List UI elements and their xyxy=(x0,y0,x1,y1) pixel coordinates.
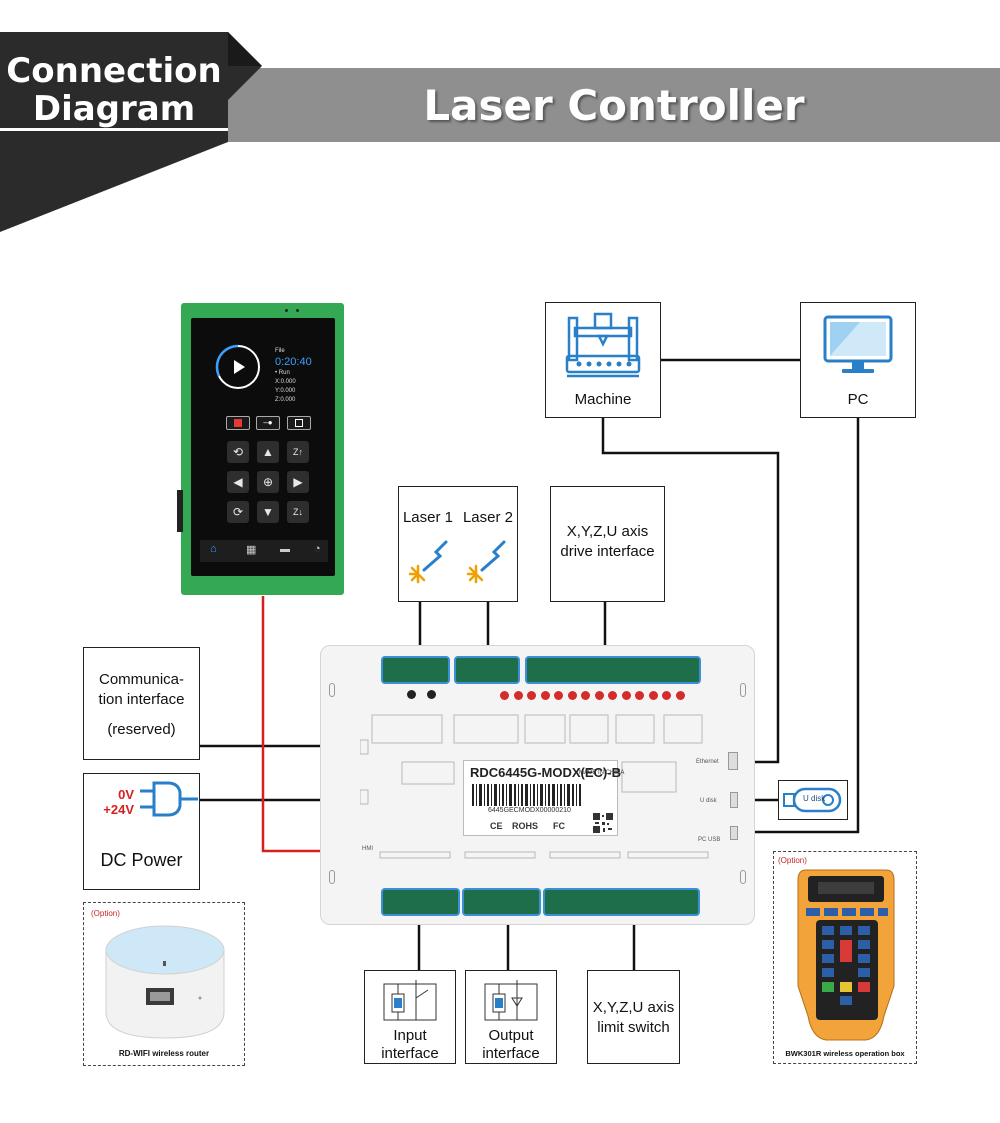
remote-caption: BWK301R wireless operation box xyxy=(785,1049,905,1058)
input-circuit-icon xyxy=(383,980,437,1021)
machine-icon xyxy=(565,312,641,378)
panel-bottom-nav xyxy=(200,540,328,562)
panel-frame-button[interactable] xyxy=(287,416,311,430)
wifi-option-label: (Option) xyxy=(91,909,120,918)
panel-y: Y:0.000 xyxy=(275,388,296,394)
panel-reset-icon[interactable]: ⟳ xyxy=(227,501,249,523)
panel-left-arrow-icon[interactable]: ◀ xyxy=(227,471,249,493)
qr-code-icon xyxy=(592,812,614,834)
port-hmi-label: HMI xyxy=(362,846,373,852)
power-plug-icon xyxy=(140,781,198,817)
status-leds xyxy=(500,691,685,700)
limit-switch-box xyxy=(587,970,680,1064)
panel-down-arrow-icon[interactable]: ▼ xyxy=(257,501,279,523)
panel-stop-button[interactable] xyxy=(226,416,250,430)
panel-folder-icon[interactable]: ▬ xyxy=(280,544,290,555)
udisk-port xyxy=(730,792,738,808)
ethernet-port xyxy=(728,752,738,770)
pcusb-port xyxy=(730,826,738,840)
input-interface-label: Input interface xyxy=(381,1027,439,1062)
remote-option-label: (Option) xyxy=(778,856,807,865)
badge-line2: Diagram xyxy=(32,89,196,129)
badge-line1: Connection xyxy=(6,51,222,91)
panel-side-connector xyxy=(177,490,183,532)
panel-up-arrow-icon[interactable]: ▲ xyxy=(257,441,279,463)
rohs-mark: ROHS xyxy=(512,821,539,831)
panel-grid-icon[interactable]: ▦ xyxy=(246,544,257,556)
panel-home-icon[interactable]: ⌂ xyxy=(210,543,217,555)
dc-power-label: DC Power xyxy=(100,850,183,870)
drive-label: X,Y,Z,U axis drive interface xyxy=(560,523,655,560)
panel-play-dial xyxy=(215,344,260,389)
panel-z: Z:0.000 xyxy=(275,397,296,403)
panel-settings-icon[interactable]: ◔ xyxy=(314,543,321,555)
usb-drive-icon xyxy=(783,787,842,813)
wifi-router-icon xyxy=(105,925,225,1039)
input-interface-box xyxy=(364,970,456,1064)
terminal-drive xyxy=(525,656,701,684)
controller-silkscreen xyxy=(360,714,709,859)
panel-center-icon[interactable]: ⊕ xyxy=(257,471,279,493)
page-title: Laser Controller xyxy=(423,80,805,130)
terminal-laser2 xyxy=(454,656,520,684)
header-badge-shape xyxy=(0,32,262,232)
port-ethernet-label: Ethernet xyxy=(696,759,719,765)
terminal-laser1 xyxy=(381,656,450,684)
controller-model: RDC6445G-MODX(EC)-B xyxy=(470,765,621,780)
udisk-label: U disk xyxy=(803,794,826,803)
panel-z-down-icon[interactable]: Z↓ xyxy=(287,501,309,523)
drive-interface-box xyxy=(550,486,665,602)
panel-z-up-icon[interactable]: Z↑ xyxy=(287,441,309,463)
power-voltage-labels: 0V +24V xyxy=(103,787,134,817)
pc-label: PC xyxy=(847,391,869,408)
controller-serial: 6445GECMODX00000210 xyxy=(488,807,571,814)
panel-origin-icon[interactable]: ⟲ xyxy=(227,441,249,463)
panel-run: • Run xyxy=(275,370,290,376)
laser1-label: Laser 1 xyxy=(402,509,454,526)
limit-switch-label: X,Y,Z,U axis limit switch xyxy=(592,999,675,1036)
wifi-router-caption: RD-WIFI wireless router xyxy=(118,1049,210,1058)
terminal-limit xyxy=(543,888,700,916)
laser1-icon xyxy=(408,540,448,584)
panel-right-arrow-icon[interactable]: ▶ xyxy=(287,471,309,493)
output-interface-box xyxy=(465,970,557,1064)
panel-file-label: File xyxy=(275,348,285,354)
terminal-input xyxy=(381,888,460,916)
communication-label: Communica- tion interface (reserved) xyxy=(98,671,185,738)
ce-mark: CE xyxy=(490,821,503,831)
laser2-icon xyxy=(466,540,506,584)
header-badge-text: Connection Diagram xyxy=(0,52,228,128)
panel-x: X:0.000 xyxy=(275,379,296,385)
header-banner xyxy=(228,68,1000,142)
pc-monitor-icon xyxy=(823,315,893,373)
port-pcusb-label: PC USB xyxy=(698,837,721,843)
output-interface-label: Output interface xyxy=(482,1027,540,1062)
fc-mark: FC xyxy=(553,821,565,831)
controller-barcode xyxy=(472,784,581,806)
controller-made-in: MADE IN CHINA xyxy=(579,770,625,776)
panel-toggle-button[interactable]: –● xyxy=(256,416,280,430)
laser2-label: Laser 2 xyxy=(462,509,514,526)
port-udisk-label: U disk xyxy=(700,798,717,804)
output-circuit-icon xyxy=(484,980,538,1021)
communication-box xyxy=(83,647,200,760)
machine-label: Machine xyxy=(574,391,632,408)
panel-time: 0:20:40 xyxy=(275,356,312,368)
remote-control-icon xyxy=(797,869,895,1041)
machine-box xyxy=(545,302,661,418)
terminal-output xyxy=(462,888,541,916)
